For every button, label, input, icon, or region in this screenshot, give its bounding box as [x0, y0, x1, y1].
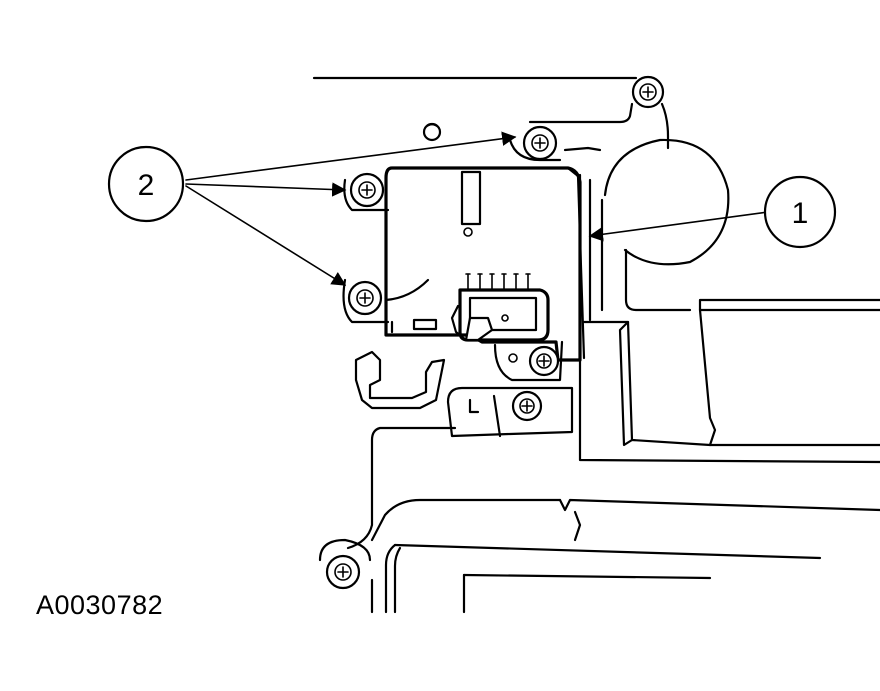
callout-2: 2 [107, 145, 185, 223]
housing-bolt-top-right [631, 75, 665, 109]
housing-bolt-lower-center [493, 340, 564, 382]
locating-peg [422, 122, 442, 142]
callout-1: 1 [763, 175, 837, 249]
housing-ledge [563, 146, 602, 152]
hook-clip [354, 350, 446, 410]
figure-id: A0030782 [36, 590, 164, 620]
right-bracket [582, 298, 880, 447]
lower-housing-notch [573, 510, 582, 542]
lower-window-top [462, 573, 712, 580]
callout-2-label: 2 [138, 169, 155, 202]
leader-2-to-lower-left-bolt [185, 185, 347, 286]
module-body [384, 166, 586, 362]
lower-housing-shoulder [370, 498, 562, 542]
lower-housing-inner-left-2 [393, 546, 402, 614]
lower-housing-left-edge [346, 426, 457, 550]
lower-housing-inner-top [393, 543, 822, 560]
lower-housing-seam [558, 498, 880, 512]
flange-lower-left [342, 278, 390, 324]
leader-2-to-top-bolt [185, 131, 517, 181]
mounting-bolt-upper-left [349, 172, 385, 208]
module-connector [450, 273, 550, 342]
lower-housing-inner-left [384, 543, 397, 614]
housing-bolt-bottom-left [318, 538, 372, 590]
lower-tab-block [446, 386, 574, 438]
callout-1-label: 1 [792, 197, 809, 230]
housing-right-flange [660, 102, 670, 150]
leader-1-to-module [588, 211, 769, 242]
mounting-bolt-top-right [522, 125, 558, 161]
housing-upper-flange [528, 102, 634, 124]
round-boss [600, 138, 730, 312]
mounting-bolt-lower-left [347, 280, 383, 316]
leader-2-to-upper-left-bolt [185, 182, 347, 197]
